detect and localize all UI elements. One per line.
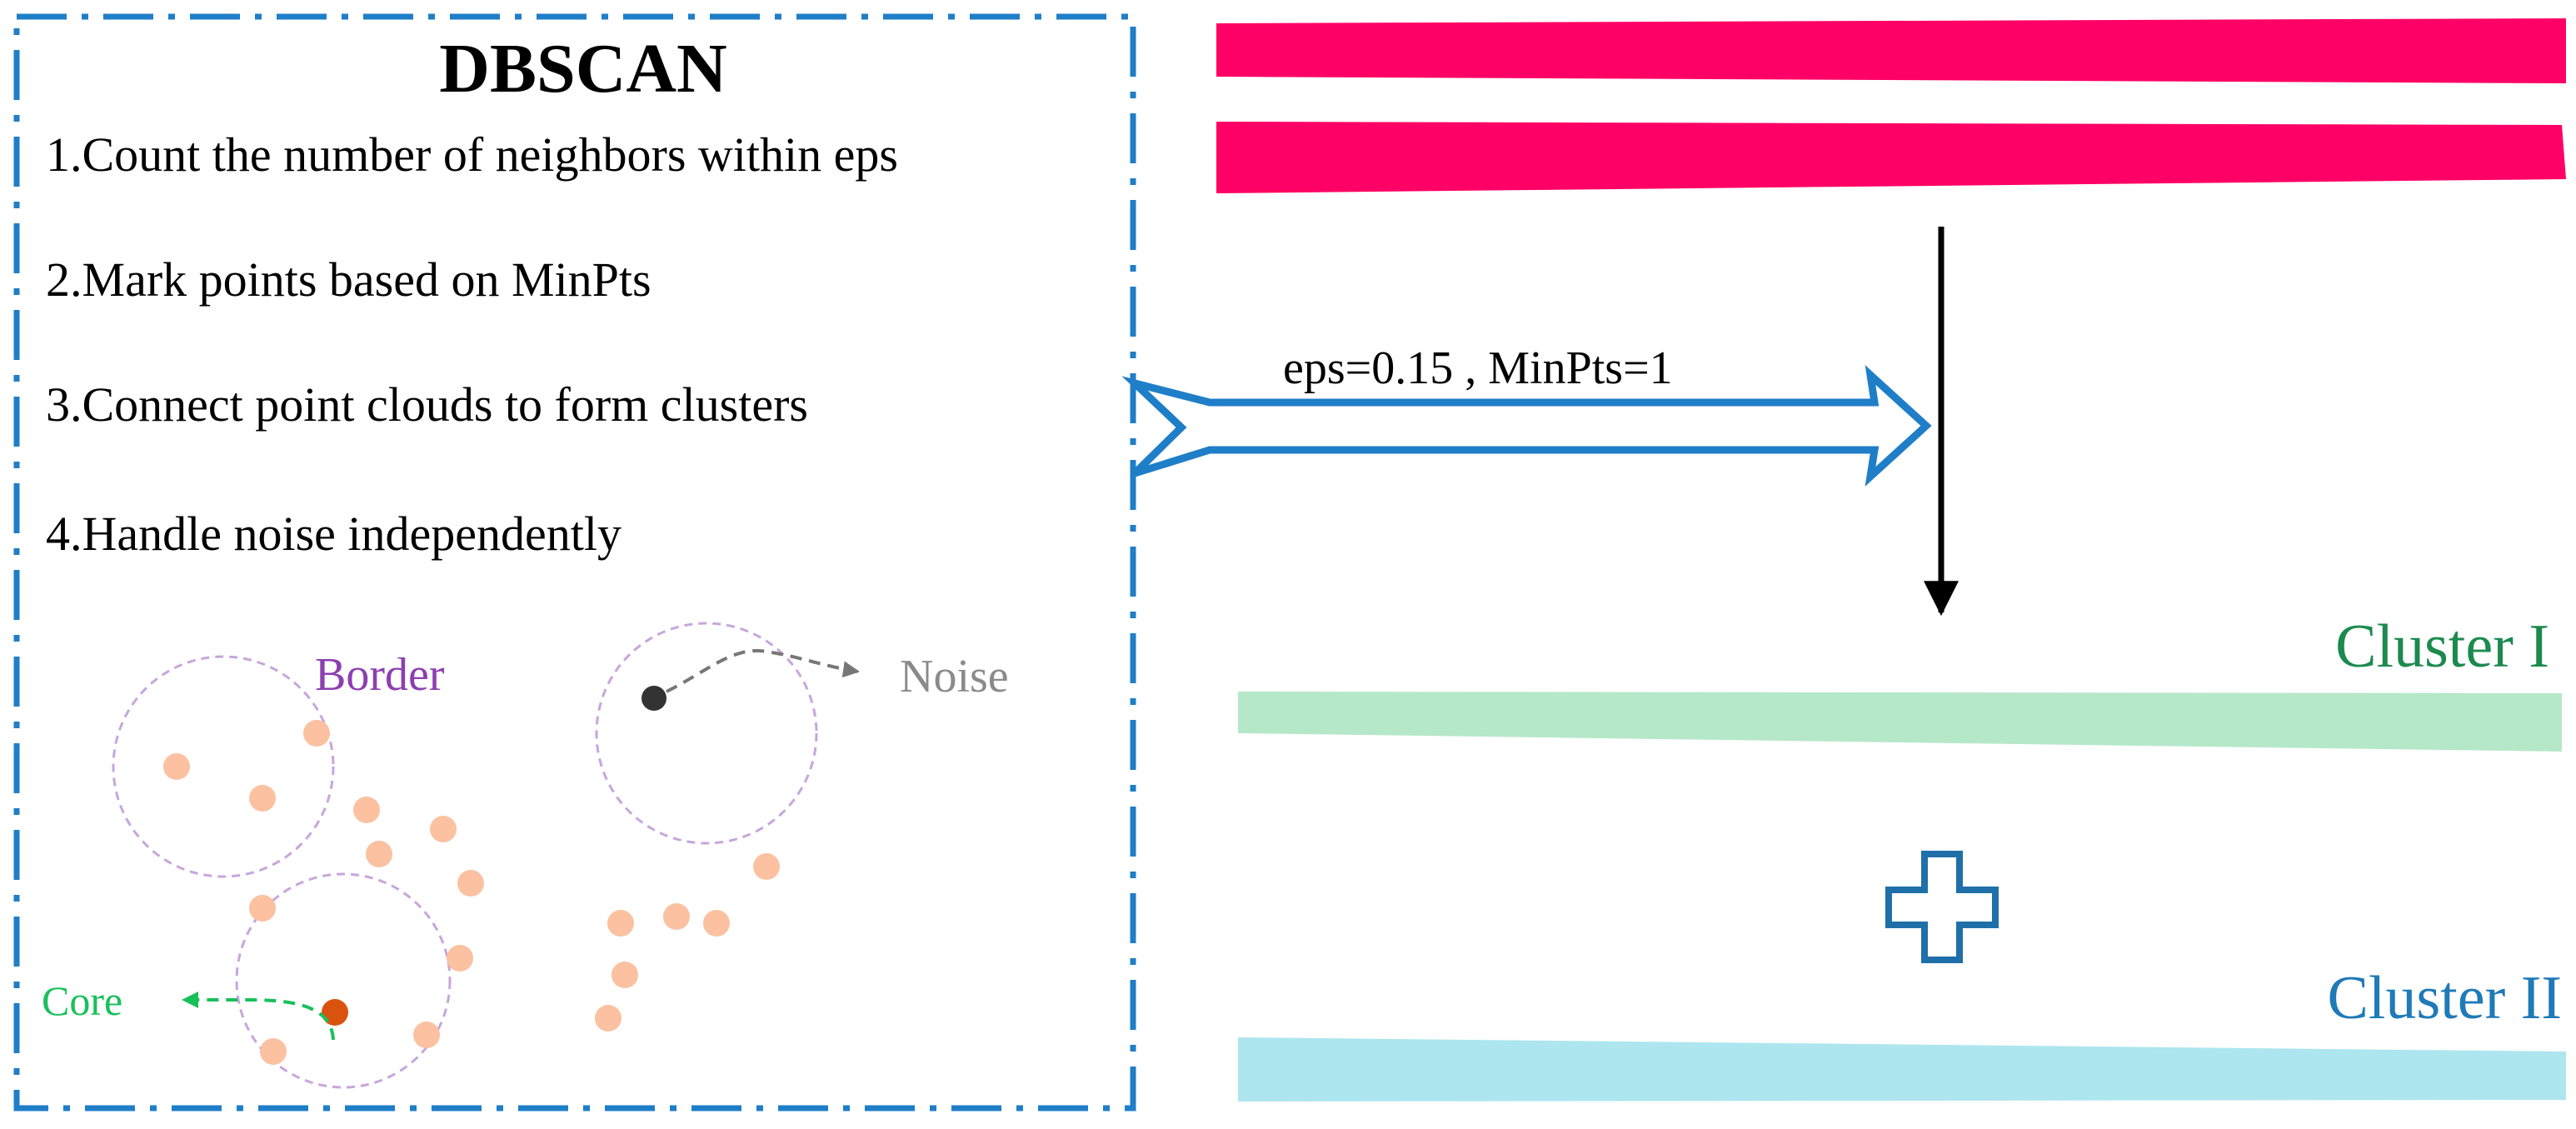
left-panel-frame	[13, 13, 1136, 1112]
step-1: 1.Count the number of neighbors within e…	[46, 127, 898, 182]
step-2: 2.Mark points based on MinPts	[46, 252, 651, 307]
sample-points	[163, 720, 780, 1065]
input-bar-bottom	[1216, 122, 2566, 193]
cluster-1-label: Cluster I	[2335, 612, 2549, 681]
step-3: 3.Connect point clouds to form clusters	[46, 377, 808, 432]
point	[163, 753, 190, 780]
point	[249, 895, 276, 922]
point	[703, 910, 730, 937]
point	[457, 870, 484, 897]
point	[353, 797, 380, 823]
point	[753, 853, 780, 880]
noise-point	[642, 686, 666, 711]
parameter-label: eps=0.15 , MinPts=1	[1283, 342, 1673, 394]
core-arrow	[182, 992, 335, 1041]
panel-title: DBSCAN	[439, 30, 726, 107]
core-label: Core	[42, 977, 122, 1024]
plus-icon	[1885, 851, 1999, 963]
noise-arrow	[666, 648, 860, 693]
point	[595, 1005, 622, 1032]
point	[663, 903, 690, 930]
eps-circle-core	[235, 872, 452, 1089]
input-bar-top	[1216, 18, 2566, 83]
eps-circle-noise	[595, 622, 818, 845]
cluster-2-bar	[1238, 1037, 2566, 1102]
point	[607, 910, 634, 937]
core-point	[322, 999, 348, 1026]
point	[260, 1038, 287, 1065]
point	[366, 841, 392, 867]
cluster-1-bar	[1238, 692, 2562, 752]
point	[430, 816, 457, 842]
point	[413, 1022, 440, 1048]
cluster-2-label: Cluster II	[2327, 964, 2562, 1032]
point	[249, 785, 276, 812]
process-arrow	[1121, 365, 1932, 487]
eps-circle-border	[112, 655, 335, 878]
step-4: 4.Handle noise independently	[46, 507, 622, 561]
point	[612, 962, 638, 988]
border-label: Border	[315, 649, 445, 701]
noise-label: Noise	[900, 651, 1009, 702]
point	[447, 945, 473, 972]
point	[303, 720, 330, 747]
